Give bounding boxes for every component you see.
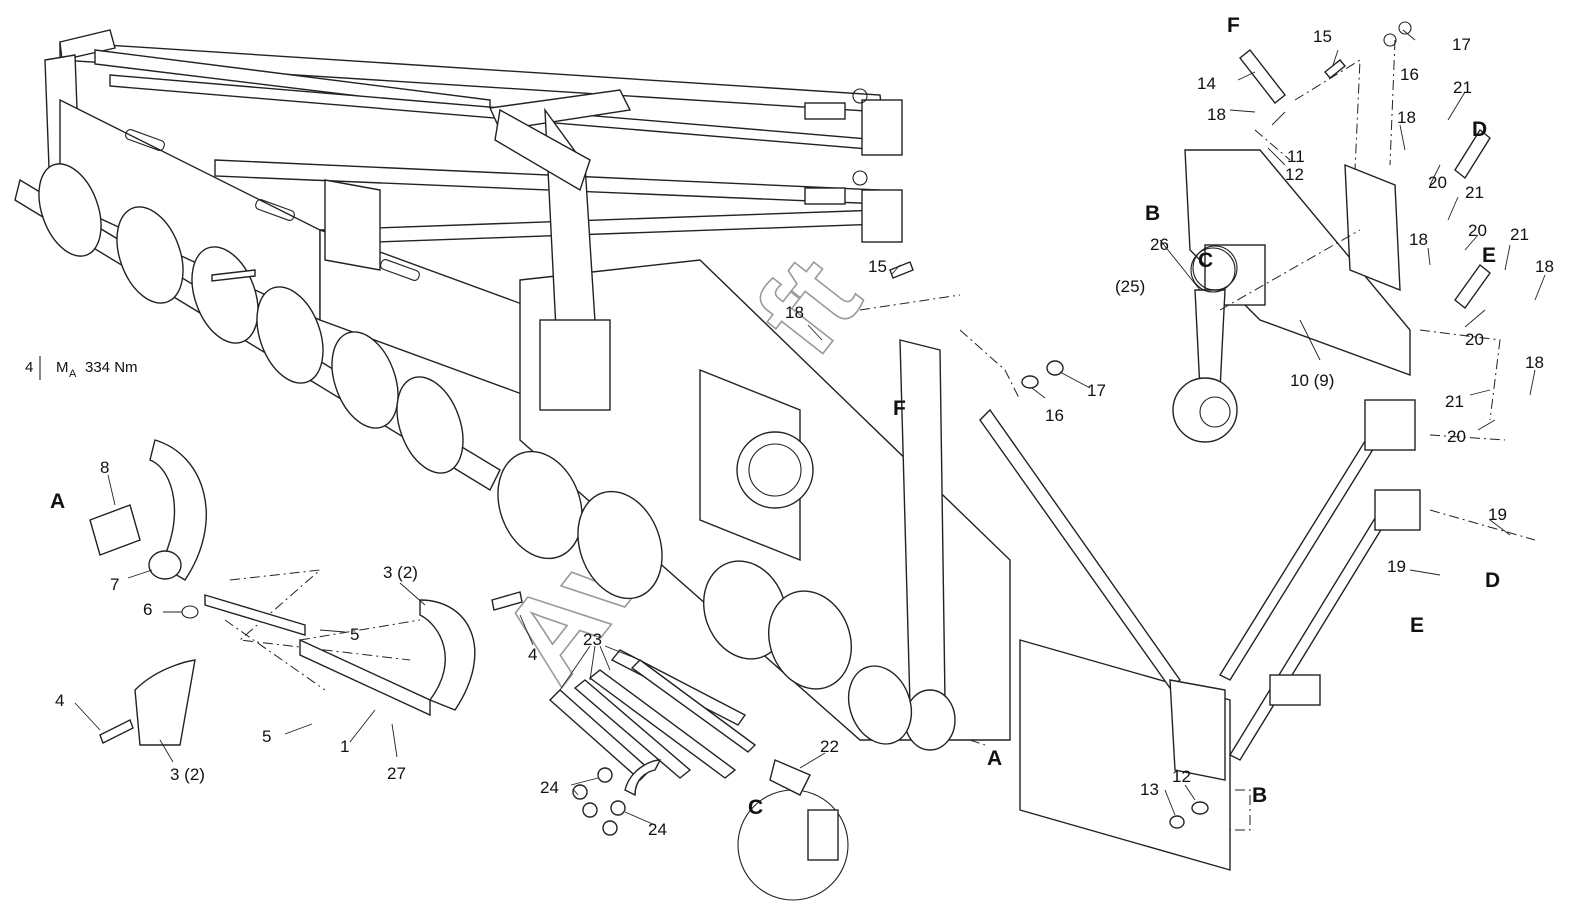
label-part-17a: 17 xyxy=(1452,35,1471,54)
label-part-16a: 16 xyxy=(1400,65,1419,84)
label-part-19b: 19 xyxy=(1387,557,1406,576)
label-part-18e: 18 xyxy=(1535,257,1554,276)
top-right-bracket-assembly xyxy=(1172,49,1491,443)
label-part-18c: 18 xyxy=(1397,108,1416,127)
label-part-3b: 3 (2) xyxy=(170,765,205,784)
label-part-24b: 24 xyxy=(648,820,667,839)
assembly-guide-lines xyxy=(224,39,1536,831)
lower-augers xyxy=(497,450,913,745)
ref-letter-c2: C xyxy=(748,796,763,819)
label-part-18d: 18 xyxy=(1409,230,1428,249)
label-part-18b: 18 xyxy=(1207,105,1226,124)
ref-letter-b1: B xyxy=(1145,202,1160,225)
ref-letter-f1: F xyxy=(1227,14,1240,37)
ref-letter-d2: D xyxy=(1485,569,1500,592)
label-part-21c: 21 xyxy=(1510,225,1529,244)
label-part-4a: 4 xyxy=(55,691,64,710)
label-part-5a: 5 xyxy=(350,625,359,644)
label-part-6: 6 xyxy=(143,600,152,619)
label-part-17b: 17 xyxy=(1087,381,1106,400)
right-tubes xyxy=(979,399,1421,781)
ref-letter-f2: F xyxy=(893,397,906,420)
ref-letter-e1: E xyxy=(1482,244,1496,267)
label-part-25: (25) xyxy=(1115,277,1145,296)
detail-circles xyxy=(737,245,1238,901)
label-part-19a: 19 xyxy=(1488,505,1507,524)
label-part-7: 7 xyxy=(110,575,119,594)
leader-lines xyxy=(74,29,1546,826)
ref-letter-a2: A xyxy=(987,747,1002,770)
torque-note: 4 M A 334 Nm xyxy=(25,356,138,380)
label-part-24a: 24 xyxy=(540,778,559,797)
label-part-26: 26 xyxy=(1150,235,1169,254)
label-part-1: 1 xyxy=(340,737,349,756)
label-part-21a: 21 xyxy=(1453,78,1472,97)
ref-letter-c1: C xyxy=(1198,249,1213,272)
torque-item: 4 xyxy=(25,359,33,376)
label-part-10: 10 (9) xyxy=(1290,371,1334,390)
label-part-12b: 12 xyxy=(1172,767,1191,786)
label-part-22: 22 xyxy=(820,737,839,756)
label-part-15a: 15 xyxy=(1313,27,1332,46)
label-part-20a: 20 xyxy=(1428,173,1447,192)
loose-parts xyxy=(89,269,811,836)
label-part-15b: 15 xyxy=(868,257,887,276)
label-part-23: 23 xyxy=(583,630,602,649)
label-part-3a: 3 (2) xyxy=(383,563,418,582)
auger-shaft xyxy=(14,163,501,491)
label-part-20b: 20 xyxy=(1468,221,1487,240)
label-part-5b: 5 xyxy=(262,727,271,746)
ref-letter-d1: D xyxy=(1472,118,1487,141)
label-part-12a: 12 xyxy=(1285,165,1304,184)
label-part-8: 8 xyxy=(100,458,109,477)
label-part-27: 27 xyxy=(387,764,406,783)
label-part-21b: 21 xyxy=(1465,183,1484,202)
torque-subscript: A xyxy=(69,368,77,380)
label-part-18f: 18 xyxy=(1525,353,1544,372)
torque-symbol: M xyxy=(56,359,69,376)
ref-letter-a1: A xyxy=(50,490,65,513)
label-part-14: 14 xyxy=(1197,74,1216,93)
ref-letter-b2: B xyxy=(1252,784,1267,807)
ref-letter-e2: E xyxy=(1410,614,1424,637)
label-part-13: 13 xyxy=(1140,780,1159,799)
label-part-21d: 21 xyxy=(1445,392,1464,411)
right-small-parts xyxy=(889,21,1412,829)
label-part-20c: 20 xyxy=(1465,330,1484,349)
label-part-4b: 4 xyxy=(528,645,537,664)
part-labels: 8 7 6 5 3 (2) 4 4 3 (2) 5 1 27 23 24 24 … xyxy=(55,27,1554,839)
torque-value: 334 Nm xyxy=(85,359,138,376)
reference-letters: A A B B C C D D E E F F xyxy=(50,14,1500,819)
label-part-20d: 20 xyxy=(1447,427,1466,446)
label-part-18a: 18 xyxy=(785,303,804,322)
label-part-16b: 16 xyxy=(1045,406,1064,425)
label-part-11: 11 xyxy=(1287,147,1305,166)
